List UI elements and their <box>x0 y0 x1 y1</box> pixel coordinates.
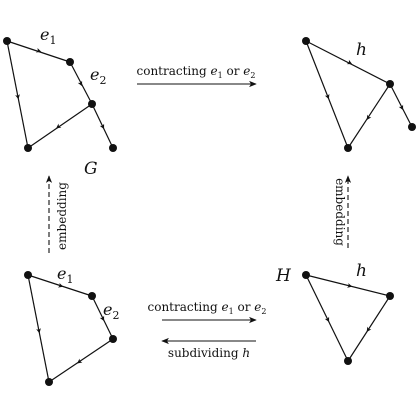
label-e1: e1 <box>40 25 56 47</box>
label-e2: e2 <box>90 65 106 87</box>
edge <box>48 338 114 383</box>
edge <box>6 40 29 149</box>
arrow-label-contract: contracting e1 or e2 <box>148 300 267 316</box>
vertex <box>408 123 416 131</box>
vertex <box>302 271 310 279</box>
arrow-embedding-left: embedding <box>45 175 69 253</box>
edge-h <box>305 274 391 297</box>
vertex <box>24 144 32 152</box>
arrow-label-contract: contracting e1 or e2 <box>137 64 256 80</box>
vertex <box>302 37 310 45</box>
edge <box>91 103 114 149</box>
vertex <box>24 271 32 279</box>
vertex <box>3 37 11 45</box>
edge <box>27 274 50 383</box>
graph-contracted-top: h <box>302 37 416 152</box>
edge <box>347 83 391 149</box>
vertex <box>386 292 394 300</box>
graph-bottom-left: e1 e2 <box>24 264 119 386</box>
arrow-embedding-right: embedding <box>333 175 352 248</box>
label-h: h <box>356 261 367 281</box>
vertex <box>88 100 96 108</box>
edge <box>305 40 349 149</box>
edge-h <box>305 40 391 85</box>
edge <box>347 295 391 362</box>
graph-g: e1 e2 G <box>3 25 117 179</box>
edge <box>389 83 413 128</box>
vertex <box>344 144 352 152</box>
edge <box>305 274 349 362</box>
vertex <box>109 144 117 152</box>
vertex <box>45 378 53 386</box>
label-G: G <box>84 159 98 179</box>
graph-h: h H <box>275 261 394 365</box>
edge-e1 <box>6 40 71 63</box>
label-e1: e1 <box>57 264 73 286</box>
vertex <box>386 80 394 88</box>
label-h: h <box>356 40 367 60</box>
arrow-label-subdivide: subdividing h <box>168 346 250 360</box>
vertex <box>88 292 96 300</box>
arrow-subdivide: subdividing h <box>161 337 256 360</box>
arrow-contract-bottom: contracting e1 or e2 <box>148 300 267 324</box>
vertex <box>109 335 117 343</box>
label-e2: e2 <box>103 300 119 322</box>
vertex <box>344 357 352 365</box>
edge-e2 <box>69 61 93 105</box>
arrow-label-embedding: embedding <box>55 182 69 250</box>
arrow-label-embedding: embedding <box>333 178 347 246</box>
arrow-contract-top: contracting e1 or e2 <box>137 64 257 88</box>
label-H: H <box>275 266 292 286</box>
vertex <box>66 58 74 66</box>
edge <box>27 103 93 149</box>
